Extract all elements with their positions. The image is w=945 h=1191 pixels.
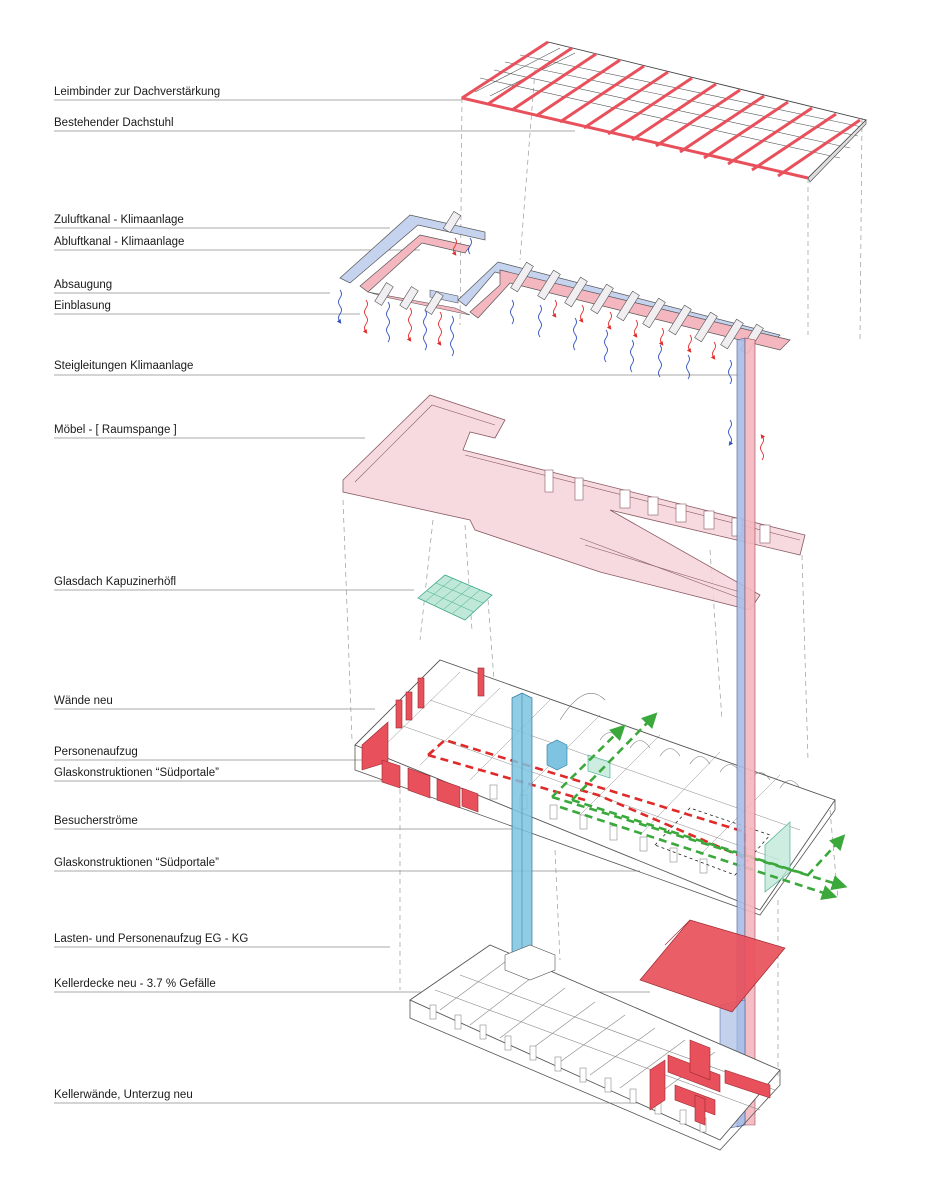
projection-lines [342, 69, 863, 1080]
kellerdecke-plate [639, 919, 786, 1013]
leimbinder-beams [461, 40, 861, 180]
glasdach-grid [417, 574, 493, 621]
label-leimbinder: Leimbinder zur Dachverstärkung [54, 86, 221, 98]
label-zuluftkanal: Zuluftkanal - Klimaanlage [54, 214, 184, 226]
label-glaskonstruktionen-2: Glaskonstruktionen “Südportale” [54, 857, 219, 869]
label-kellerwaende: Kellerwände, Unterzug neu [54, 1089, 193, 1101]
label-abluftkanal: Abluftkanal - Klimaanlage [54, 236, 185, 248]
kellerwaende-neu-red [649, 1039, 771, 1126]
basement [409, 944, 781, 1151]
roof-trusses [460, 40, 867, 183]
label-dachstuhl: Bestehender Dachstuhl [54, 117, 174, 129]
label-kellerdecke: Kellerdecke neu - 3.7 % Gefälle [54, 978, 216, 990]
label-moebel: Möbel - [ Raumspange ] [54, 424, 177, 436]
lastenaufzug-shaft [511, 692, 533, 966]
label-personenaufzug: Personenaufzug [54, 746, 138, 758]
label-steigleitungen: Steigleitungen Klimaanlage [54, 360, 194, 372]
label-besucherstroeme: Besucherströme [54, 815, 138, 827]
leader-lines [54, 99, 740, 1104]
label-einblasung: Einblasung [54, 300, 111, 312]
personenaufzug-box [546, 739, 568, 771]
steigleitungen-risers [719, 337, 756, 1131]
besucherstroeme [427, 712, 848, 900]
ground-floor [354, 659, 836, 916]
label-glaskonstruktionen-1: Glaskonstruktionen “Südportale” [54, 767, 219, 779]
furniture-raumspange [342, 394, 806, 611]
air-ducts [336, 210, 791, 461]
label-glasdach: Glasdach Kapuzinerhöfl [54, 576, 177, 588]
waende-neu-red [361, 667, 485, 813]
label-waende-neu: Wände neu [54, 695, 113, 707]
label-lastenaufzug: Lasten- und Personenaufzug EG - KG [54, 933, 249, 945]
label-absaugung: Absaugung [54, 279, 113, 291]
